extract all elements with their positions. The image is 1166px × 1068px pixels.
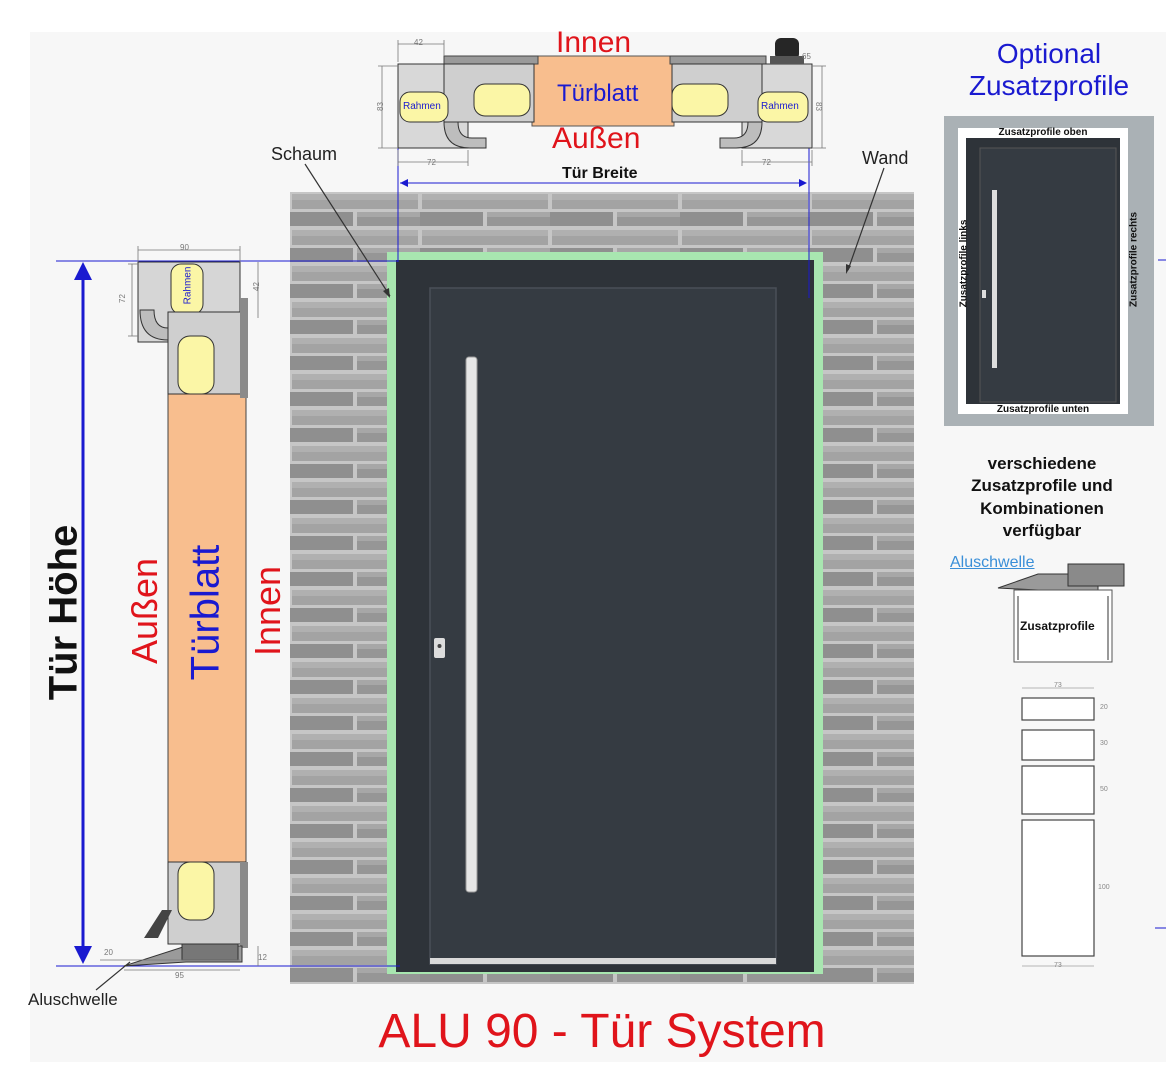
- aluschwelle-detail: [997, 563, 1125, 663]
- dim-72-right: 72: [762, 158, 771, 167]
- dim-83-right: 83: [813, 102, 823, 111]
- dim-72-left: 72: [427, 158, 436, 167]
- dim-20-side: 20: [104, 948, 113, 957]
- schaum-label: Schaum: [271, 144, 338, 164]
- hoehe-arrow-top: [74, 262, 92, 280]
- tuer-hoehe-label: Tür Höhe: [41, 524, 86, 701]
- side-cross-section: [100, 246, 259, 971]
- dim-42-side: 42: [251, 282, 261, 291]
- profile-dim-5: 100: [1098, 884, 1110, 891]
- breite-arrow-right: [799, 179, 807, 187]
- dim-95-side: 95: [175, 971, 184, 980]
- side-tuerblatt-label: Türblatt: [183, 544, 228, 681]
- note-line-3: Kombinationen: [980, 499, 1104, 518]
- zusatzprofile-detail-label: Zusatzprofile: [1020, 619, 1095, 633]
- note-line-4: verfügbar: [1002, 521, 1082, 540]
- optional-panel: [944, 116, 1154, 426]
- dim-90-side: 90: [180, 243, 189, 252]
- dim-83-left: 83: [375, 102, 385, 111]
- dim-42-top: 42: [414, 38, 423, 47]
- side-innen-label: Innen: [247, 565, 288, 657]
- dim-12-side: 12: [258, 953, 267, 962]
- side-rahmen-label: Rahmen: [182, 266, 194, 305]
- aluschwelle-bottom-label: Aluschwelle: [28, 990, 118, 1009]
- zusatz-rechts-label: Zusatzprofile rechts: [1128, 211, 1140, 308]
- zusatz-links-label: Zusatzprofile links: [958, 219, 970, 308]
- wand-label: Wand: [862, 148, 909, 168]
- top-innen-label: Innen: [556, 26, 632, 59]
- door-leaf: [429, 287, 777, 965]
- breite-arrow-left: [400, 179, 408, 187]
- callout-lines: [95, 163, 885, 991]
- tuer-breite-label: Tür Breite: [562, 165, 638, 182]
- zusatz-unten-label: Zusatzprofile unten: [996, 404, 1090, 415]
- profile-dim-2: 20: [1100, 704, 1108, 711]
- aluschwelle-right-label: Aluschwelle: [950, 554, 1035, 571]
- optional-heading-2: Zusatzprofile: [968, 70, 1130, 101]
- dim-72-side: 72: [117, 294, 127, 303]
- top-rahmen-right: Rahmen: [761, 101, 799, 112]
- profile-dim-1: 73: [1054, 682, 1062, 689]
- note-line-1: verschiedene: [987, 454, 1097, 473]
- side-aussen-label: Außen: [124, 557, 165, 665]
- top-cross-section: [378, 38, 826, 166]
- profile-dim-3: 30: [1100, 740, 1108, 747]
- optional-heading-1: Optional: [996, 38, 1102, 69]
- profile-dim-6: 73: [1054, 962, 1062, 969]
- door-threshold: [430, 958, 776, 964]
- zusatz-oben-label: Zusatzprofile oben: [998, 127, 1088, 138]
- dim-65-top: 65: [802, 52, 811, 61]
- top-tuerblatt-label: Türblatt: [557, 80, 639, 107]
- profile-dim-4: 50: [1100, 786, 1108, 793]
- page-title: ALU 90 - Tür System: [378, 1005, 826, 1058]
- top-rahmen-left: Rahmen: [403, 101, 441, 112]
- note-line-2: Zusatzprofile und: [971, 476, 1113, 495]
- hoehe-arrow-bottom: [74, 946, 92, 964]
- profile-stack: [1021, 697, 1095, 957]
- guide-lines: [56, 140, 1166, 967]
- door-handle-bar: [465, 356, 478, 893]
- top-aussen-label: Außen: [552, 122, 641, 155]
